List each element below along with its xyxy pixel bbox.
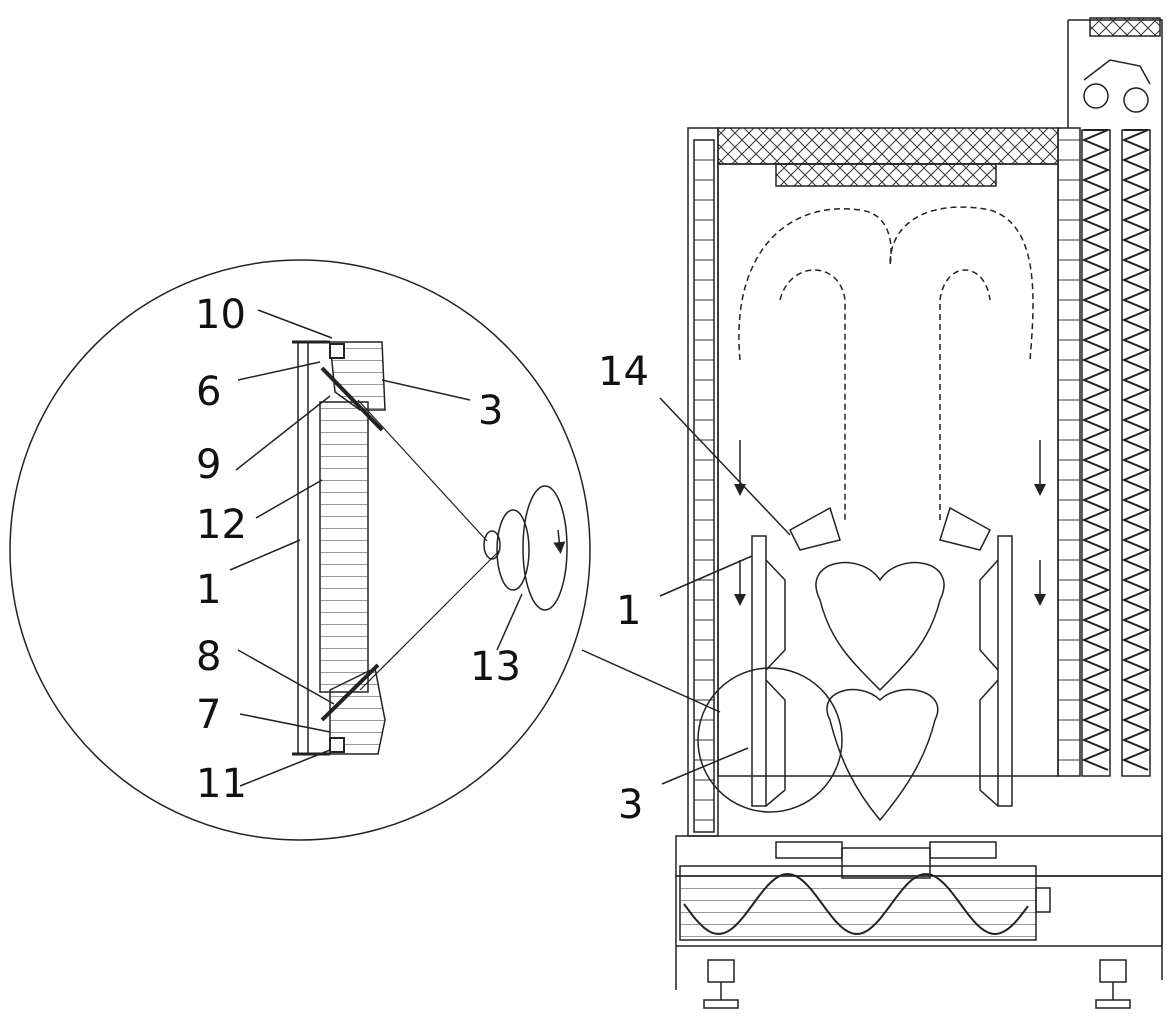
label-3-main: 3 xyxy=(618,782,643,828)
left-down-flow xyxy=(779,269,846,520)
heating-coil-2 xyxy=(1121,129,1151,771)
leader-8 xyxy=(237,649,335,705)
flame-arrow xyxy=(553,529,566,554)
leader-10 xyxy=(257,309,333,339)
leader-3 xyxy=(381,379,471,401)
pulley-left xyxy=(1083,83,1109,109)
label-1-detail: 1 xyxy=(196,567,221,613)
burner-cap-left xyxy=(775,841,843,859)
detail-reference-circle xyxy=(697,667,843,813)
foot-right xyxy=(1099,959,1127,983)
label-12: 12 xyxy=(196,502,247,548)
flame-loop-2 xyxy=(496,509,530,591)
top-circulation xyxy=(738,206,1034,361)
flame-loop-3 xyxy=(522,485,568,611)
foot-right-pad xyxy=(1095,999,1131,1009)
ray-bottom xyxy=(359,549,501,691)
top-right-cap xyxy=(1089,17,1161,37)
leader-1 xyxy=(229,539,301,571)
label-9: 9 xyxy=(196,442,221,488)
auger-end xyxy=(1035,887,1051,913)
burner-cap-right xyxy=(929,841,997,859)
leader-9 xyxy=(235,395,331,471)
flame-loop-1 xyxy=(483,530,501,560)
ledge-left xyxy=(789,506,841,551)
leader-7 xyxy=(239,713,331,733)
detail-clip-10 xyxy=(329,343,345,359)
leader-6 xyxy=(237,361,321,381)
burner-panel-right xyxy=(997,535,1013,807)
top-lid xyxy=(717,127,1059,165)
label-7: 7 xyxy=(196,692,221,738)
burner-blocks-left xyxy=(765,559,786,807)
lid-plug xyxy=(775,163,997,187)
label-3-detail: 3 xyxy=(478,388,503,434)
leader-3-main xyxy=(661,747,749,785)
label-10: 10 xyxy=(195,292,246,338)
detail-clip-11 xyxy=(329,737,345,753)
detail-circle xyxy=(9,259,591,841)
foot-left-pad xyxy=(703,999,739,1009)
ray-top xyxy=(357,399,488,542)
main-apparatus xyxy=(659,17,1163,1009)
label-1-main: 1 xyxy=(616,588,641,634)
flame-upper xyxy=(815,561,945,692)
burner-panel-left xyxy=(751,535,767,807)
ledge-right xyxy=(939,506,991,551)
right-down-flow xyxy=(939,269,991,520)
label-6: 6 xyxy=(196,369,221,415)
detail-brick-12 xyxy=(319,401,369,693)
burner-blocks-right xyxy=(979,559,999,807)
leader-14 xyxy=(659,397,791,536)
auger-screw xyxy=(683,872,1029,936)
leader-13 xyxy=(496,593,523,651)
detail-diag-top xyxy=(320,366,384,432)
label-8: 8 xyxy=(196,634,221,680)
detail-diag-bottom xyxy=(320,663,380,722)
mechanism-arm xyxy=(1083,59,1151,85)
right-brick-column xyxy=(1057,127,1081,777)
auger-housing xyxy=(679,865,1037,941)
detail-plate-1 xyxy=(297,341,309,755)
pulley-right xyxy=(1123,87,1149,113)
detail-view xyxy=(9,259,721,841)
heating-coil-1 xyxy=(1081,129,1111,771)
leader-1-main xyxy=(659,555,753,597)
label-14: 14 xyxy=(598,349,649,395)
flame-lower xyxy=(826,688,939,822)
leader-12 xyxy=(255,479,323,519)
detail-labels: 10 6 3 9 12 1 8 7 11 13 xyxy=(195,292,521,807)
left-brick-column xyxy=(693,139,715,833)
label-11: 11 xyxy=(196,761,247,807)
leader-11 xyxy=(239,749,331,787)
label-13: 13 xyxy=(470,644,521,690)
foot-left xyxy=(707,959,735,983)
main-labels: 14 1 3 xyxy=(598,349,649,828)
